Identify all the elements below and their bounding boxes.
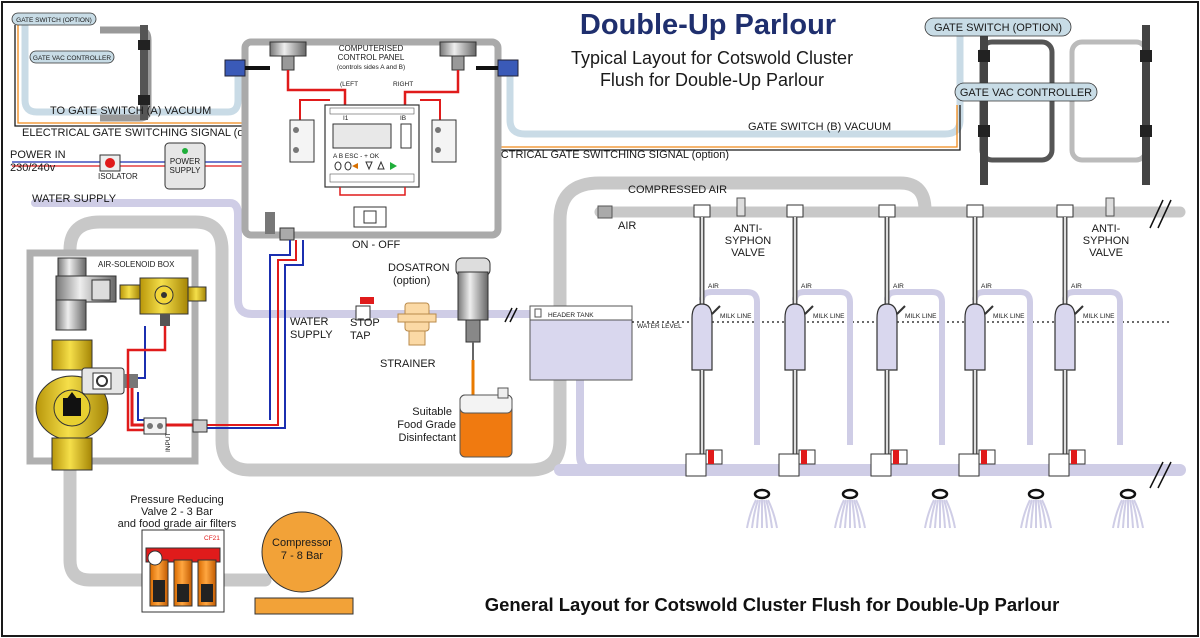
stop-tap-label-1: STOP: [350, 317, 380, 329]
controller-display: [332, 123, 392, 149]
cluster-air-label: AIR: [981, 283, 992, 290]
input-label: INPUT: [165, 432, 172, 452]
compressor-label-2: 7 - 8 Bar: [281, 550, 324, 562]
compressor-label-1: Compressor: [272, 537, 332, 549]
disinfectant-label-3: Disinfectant: [399, 432, 456, 444]
anti-syphon-2-line-3: VALVE: [1089, 247, 1123, 259]
water-supply-label-1: WATER: [290, 316, 329, 328]
solenoid-box-label: AIR-SOLENOID BOX: [98, 260, 175, 269]
cluster-air-label: AIR: [801, 283, 812, 290]
teat-cup-4: [1020, 488, 1052, 529]
control-panel-right-label: RIGHT: [393, 81, 413, 88]
left-gate-signal-label: ELECTRICAL GATE SWITCHING SIGNAL (option…: [22, 127, 271, 139]
water-lines: [31, 199, 1186, 476]
cluster-units: AIR MILK LINE AIR MILK LINE AIR MILK LINE AIR M…: [685, 204, 1144, 529]
strainer: [397, 302, 437, 346]
control-panel-left-label: (LEFT: [340, 81, 358, 88]
water-supply-label-2: SUPPLY: [290, 329, 333, 341]
header-tank: HEADER TANK: [529, 305, 633, 381]
right-gate-vacuum-label: GATE SWITCH (B) VACUUM: [748, 121, 891, 133]
water-supply-top-label: WATER SUPPLY: [32, 193, 117, 205]
milk-line-label: MILK LINE: [720, 313, 752, 320]
signal-wires: [12, 25, 961, 167]
controller-keys-label: A B ESC - + OK: [333, 153, 380, 160]
cluster-unit-3: AIR MILK LINE: [870, 204, 945, 477]
controller-ib-label: IB: [400, 115, 406, 122]
dosatron-label-2: (option): [393, 275, 430, 287]
cluster-air-label: AIR: [1071, 283, 1082, 290]
teat-cup-5: [1112, 488, 1144, 529]
strainer-label: STRAINER: [380, 358, 436, 370]
subtitle-line-1: Typical Layout for Cotswold Cluster: [571, 48, 853, 68]
power-section: POWER IN 230/240v ISOLATOR POWER SUPPLY: [10, 142, 206, 190]
disinfectant-label-2: Food Grade: [397, 419, 456, 431]
milk-line-label: MILK LINE: [813, 313, 845, 320]
cluster-air-label: AIR: [893, 283, 904, 290]
break-marks: [504, 199, 1172, 489]
control-panel-label-1: COMPUTERISED: [339, 44, 404, 53]
left-gate-switch-label: GATE SWITCH (OPTION): [16, 17, 92, 24]
cluster-unit-2: AIR MILK LINE: [778, 204, 853, 477]
teat-cup-1: [746, 488, 778, 529]
milk-line-label: MILK LINE: [993, 313, 1025, 320]
right-gate-assembly: GATE SWITCH (OPTION) GATE VAC CONTROLLER…: [480, 17, 1152, 185]
cluster-unit-5: AIR MILK LINE: [1048, 204, 1123, 477]
control-panel-label-3: (controls sides A and B): [337, 64, 405, 71]
power-voltage-label: 230/240v: [10, 162, 56, 174]
control-panel-label-2: CONTROL PANEL: [338, 53, 405, 62]
stop-tap: [355, 297, 374, 321]
anti-syphon-1-line-2: SYPHON: [725, 235, 772, 247]
water-level-label: WATER LEVEL: [637, 323, 682, 330]
cluster-air-label: AIR: [708, 283, 719, 290]
power-supply-label-1: POWER: [170, 157, 200, 166]
stop-tap-label-2: TAP: [350, 330, 371, 342]
regulator-label-2: Valve 2 - 3 Bar: [141, 506, 213, 518]
milk-line-label: MILK LINE: [1083, 313, 1115, 320]
anti-syphon-2-line-1: ANTI-: [1092, 223, 1121, 235]
pressure-regulator: CF21: [141, 529, 225, 613]
footer-title: General Layout for Cotswold Cluster Flus…: [485, 594, 1060, 615]
isolator-icon: [105, 158, 115, 168]
power-in-label: POWER IN: [10, 149, 66, 161]
left-gate-vacuum-label: TO GATE SWITCH (A) VACUUM: [50, 105, 211, 117]
disinfectant-label-1: Suitable: [412, 406, 452, 418]
anti-syphon-1-line-3: VALVE: [731, 247, 765, 259]
cluster-unit-1: AIR MILK LINE: [685, 204, 760, 477]
left-gate-assembly: GATE SWITCH (OPTION) GATE VAC CONTROLLER…: [11, 12, 271, 139]
left-gate-controller-label: GATE VAC CONTROLLER: [33, 55, 111, 62]
dosatron: [455, 257, 491, 400]
vacuum-lines: [21, 16, 964, 138]
milk-line-label: MILK LINE: [905, 313, 937, 320]
right-gate-controller-label: GATE VAC CONTROLLER: [960, 87, 1092, 99]
anti-syphon-1-line-1: ANTI-: [734, 223, 763, 235]
page-title: Double-Up Parlour: [580, 9, 836, 41]
right-gate-signal-label: ELECTRICAL GATE SWITCHING SIGNAL (option…: [480, 149, 729, 161]
regulator-label-1: Pressure Reducing: [130, 494, 224, 506]
regulator-label-3: and food grade air filters: [118, 518, 237, 530]
anti-syphon-2-line-2: SYPHON: [1083, 235, 1130, 247]
on-off-label: ON - OFF: [352, 239, 401, 251]
air-solenoid-box: AIR-SOLENOID BOX INPUT: [26, 249, 208, 471]
teat-cup-2: [834, 488, 866, 529]
air-label: AIR: [618, 220, 636, 232]
teat-cup-3: [924, 488, 956, 529]
dosatron-label-1: DOSATRON: [388, 262, 450, 274]
isolator-label: ISOLATOR: [98, 172, 138, 181]
controller-keypad: [334, 160, 397, 171]
header-tank-label: HEADER TANK: [548, 312, 594, 319]
power-supply-label-2: SUPPLY: [170, 166, 202, 175]
subtitle-line-2: Flush for Double-Up Parlour: [600, 70, 824, 90]
regulator-code: CF21: [204, 535, 220, 542]
disinfectant-container: [459, 387, 513, 458]
control-panel-enclosure: COMPUTERISED CONTROL PANEL (controls sid…: [200, 38, 519, 429]
compressor: [254, 511, 354, 615]
compressed-air-label: COMPRESSED AIR: [628, 184, 727, 196]
cluster-unit-4: AIR MILK LINE: [958, 204, 1033, 477]
right-gate-switch-label: GATE SWITCH (OPTION): [934, 22, 1062, 34]
controller-i1-label: I1: [343, 115, 349, 122]
